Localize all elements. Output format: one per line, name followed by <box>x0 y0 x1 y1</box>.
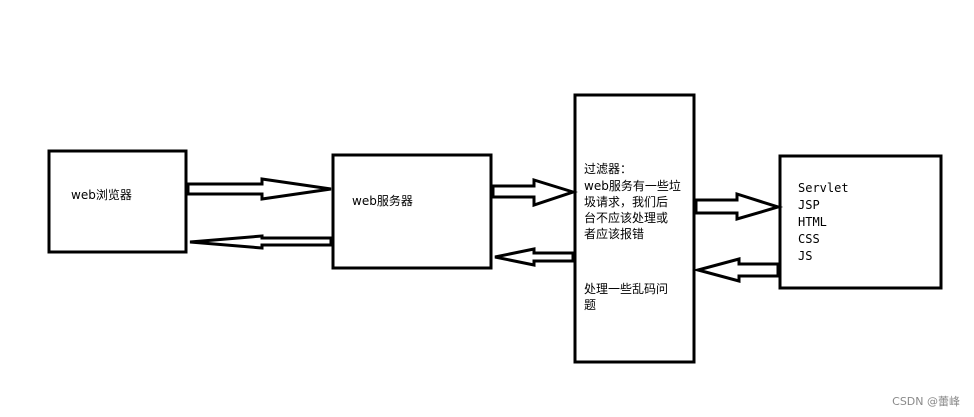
csdn-watermark: CSDN @蕾峰 <box>892 395 960 408</box>
server-label: web服务器 <box>352 194 413 208</box>
arrow-browser-to-server <box>186 177 332 201</box>
arrow-backend-to-filter <box>692 257 780 283</box>
backend-item-js: JS <box>798 249 813 263</box>
arrow-filter-to-server <box>494 247 575 267</box>
backend-item-servlet: Servlet <box>798 181 849 195</box>
arrow-server-to-filter <box>491 177 578 208</box>
filter-box <box>573 93 696 364</box>
backend-item-jsp: JSP <box>798 198 820 212</box>
backend-item-css: CSS <box>798 232 820 246</box>
backend-item-html: HTML <box>798 215 827 229</box>
browser-label: web浏览器 <box>71 188 132 202</box>
filter-desc-encoding: 处理一些乱码问 题 <box>584 282 669 312</box>
filter-title: 过滤器： <box>584 162 633 176</box>
browser-box <box>47 149 188 254</box>
filter-desc-garbage: web服务有一些垃 圾请求，我们后 台不应该处理或 者应该报错 <box>584 179 681 241</box>
server-box <box>331 153 493 270</box>
arrow-filter-to-backend <box>694 191 784 222</box>
backend-box <box>778 154 943 290</box>
arrow-server-to-browser <box>189 234 333 250</box>
